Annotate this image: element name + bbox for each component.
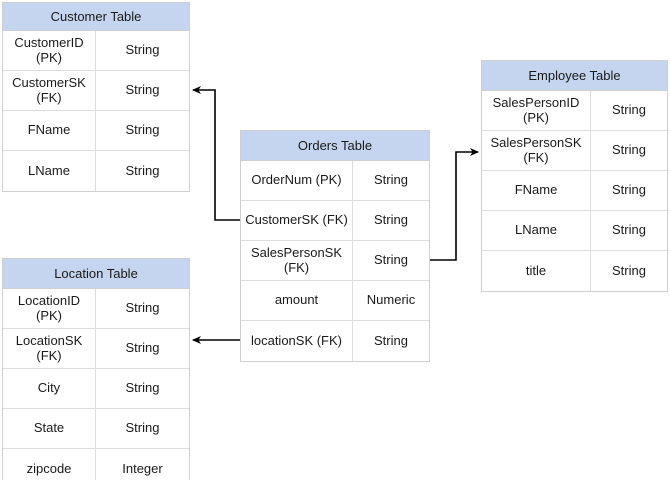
field-name-cell: SalesPersonSK (FK) [241,241,353,280]
relationship-orders-to-employee [430,148,479,261]
table-row[interactable]: LocationSK (FK) String [3,329,189,369]
field-type-cell: String [612,142,646,158]
field-type-cell: String [125,42,160,58]
field-type-cell: String [125,340,160,356]
field-type-cell: String [125,122,160,138]
field-type-cell: String [125,82,160,98]
field-type-cell: String [374,212,408,228]
field-name-cell: title [482,251,591,291]
field-name-cell: locationSK (FK) [241,321,353,361]
field-type-cell: Integer [122,460,163,476]
table-row[interactable]: FName String [482,171,667,211]
table-row[interactable]: SalesPersonID (PK) String [482,91,667,131]
field-type-cell: String [374,332,408,348]
field-name-cell: amount [241,281,353,320]
field-type-cell: String [125,162,160,178]
table-row[interactable]: LocationID (PK) String [3,289,189,329]
field-name-cell: OrderNum (PK) [241,161,353,200]
table-row[interactable]: CustomerID (PK) String [3,31,189,71]
field-type-cell: String [374,252,408,268]
table-row[interactable]: OrderNum (PK) String [241,161,429,201]
table-row[interactable]: zipcode Integer [3,449,189,480]
field-type-cell: Numeric [366,292,416,308]
field-name-cell: LName [482,211,591,250]
relationship-orders-to-customer [192,86,240,221]
field-type-cell: String [612,182,646,198]
table-row[interactable]: CustomerSK (FK) String [241,201,429,241]
table-row[interactable]: SalesPersonSK (FK) String [241,241,429,281]
field-type-cell: String [612,222,646,238]
field-type-cell: String [374,172,408,188]
field-name-cell: City [3,369,96,408]
field-name-cell: LName [3,151,96,191]
table-row[interactable]: SalesPersonSK (FK) String [482,131,667,171]
table-title-customer: Customer Table [3,3,189,31]
field-name-cell: SalesPersonID (PK) [482,91,591,130]
table-row[interactable]: title String [482,251,667,291]
table-row[interactable]: amount Numeric [241,281,429,321]
table-row[interactable]: City String [3,369,189,409]
table-row[interactable]: CustomerSK (FK) String [3,71,189,111]
field-type-cell: String [125,380,160,396]
field-type-cell: String [125,420,160,436]
field-name-cell: State [3,409,96,448]
table-row[interactable]: FName String [3,111,189,151]
field-name-cell: CustomerID (PK) [3,31,96,70]
field-name-cell: LocationID (PK) [3,289,96,328]
table-row[interactable]: State String [3,409,189,449]
field-name-cell: FName [482,171,591,210]
field-name-cell: SalesPersonSK (FK) [482,131,591,170]
field-name-cell: zipcode [3,449,96,480]
field-name-cell: CustomerSK (FK) [241,201,353,240]
field-name-cell: LocationSK (FK) [3,329,96,368]
table-row[interactable]: locationSK (FK) String [241,321,429,361]
field-type-cell: String [125,300,160,316]
field-name-cell: CustomerSK (FK) [3,71,96,110]
table-title-orders: Orders Table [241,131,429,161]
field-type-cell: String [612,262,646,278]
table-row[interactable]: LName String [3,151,189,191]
table-row[interactable]: LName String [482,211,667,251]
field-type-cell: String [612,102,646,118]
table-title-location: Location Table [3,259,189,289]
field-name-cell: FName [3,111,96,150]
table-title-employee: Employee Table [482,61,667,91]
